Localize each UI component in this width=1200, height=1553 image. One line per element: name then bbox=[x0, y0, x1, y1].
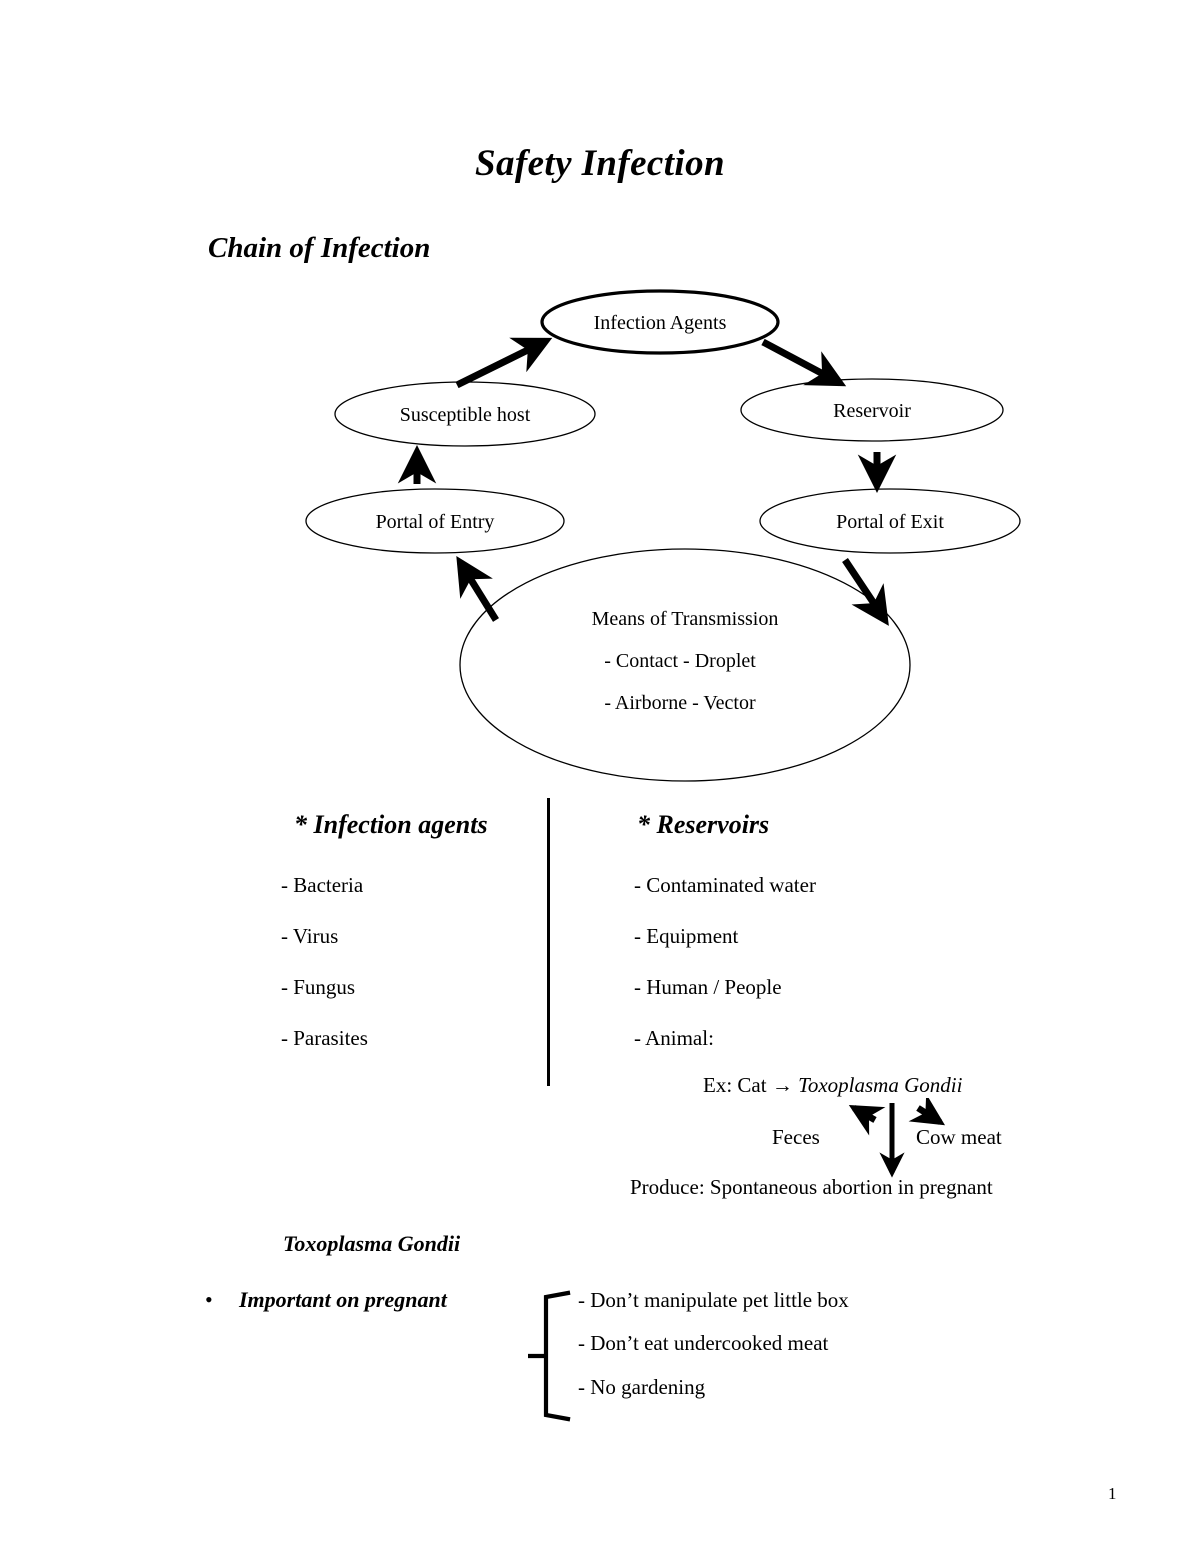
advice-item: - No gardening bbox=[578, 1375, 706, 1399]
arrow-host-to-agents bbox=[455, 337, 553, 389]
list-item: - Bacteria bbox=[281, 873, 364, 897]
list-item: - Parasites bbox=[281, 1026, 368, 1050]
node-infection-agents-label: Infection Agents bbox=[594, 312, 727, 334]
toxoplasma-example-prefix: Ex: Cat → bbox=[703, 1073, 799, 1097]
important-on-pregnant-bullet: • Important on pregnant bbox=[205, 1287, 447, 1313]
toxoplasma-branch-arrows bbox=[830, 1093, 1060, 1188]
advice-item: - Don’t eat undercooked meat bbox=[578, 1331, 829, 1355]
list-item: - Human / People bbox=[634, 975, 782, 999]
node-reservoir-shape bbox=[740, 378, 1004, 442]
section-heading-chain-of-infection: Chain of Infection bbox=[208, 232, 431, 264]
toxoplasma-branch-cow-meat: Cow meat bbox=[916, 1125, 1002, 1149]
arrow-to-cow-meat bbox=[908, 1093, 946, 1126]
list-item: - Equipment bbox=[634, 924, 739, 948]
reservoirs-list-heading: * Reservoirs bbox=[637, 810, 770, 839]
chain-of-infection-diagram: Infection Agents Susceptible host Reserv… bbox=[280, 275, 1050, 785]
advice-grouping-brace bbox=[527, 1287, 574, 1425]
arrow-exit-to-transmission bbox=[842, 558, 889, 626]
node-portal-of-entry-shape bbox=[305, 488, 565, 554]
page-title: Safety Infection bbox=[475, 143, 725, 184]
node-portal-of-exit-label: Portal of Exit bbox=[836, 511, 944, 533]
arrow-transmission-to-entry bbox=[456, 556, 499, 622]
arrow-to-feces bbox=[848, 1105, 886, 1136]
node-means-of-transmission-shape bbox=[459, 548, 911, 782]
toxoplasma-example-line: Ex: Cat → Toxoplasma Gondii bbox=[703, 1073, 962, 1098]
means-of-transmission-line-2: - Airborne - Vector bbox=[604, 692, 756, 714]
arrow-agents-to-reservoir bbox=[761, 338, 847, 387]
infection-agents-list-heading: * Infection agents bbox=[294, 810, 488, 839]
node-infection-agents-shape bbox=[540, 289, 780, 355]
node-means-of-transmission-label: Means of Transmission bbox=[592, 608, 779, 630]
important-on-pregnant-label: Important on pregnant bbox=[239, 1287, 447, 1312]
advice-item: - Don’t manipulate pet little box bbox=[578, 1288, 849, 1312]
toxoplasma-organism-name: Toxoplasma Gondii bbox=[798, 1073, 963, 1097]
list-item: - Virus bbox=[281, 924, 339, 948]
list-item: - Fungus bbox=[281, 975, 356, 999]
page-number: 1 bbox=[1108, 1484, 1117, 1503]
list-item: - Animal: bbox=[634, 1026, 714, 1050]
node-portal-of-entry-label: Portal of Entry bbox=[376, 511, 495, 533]
toxoplasma-gondii-subheading: Toxoplasma Gondii bbox=[283, 1231, 461, 1256]
bullet-icon: • bbox=[205, 1287, 213, 1312]
node-susceptible-host-label: Susceptible host bbox=[400, 404, 531, 426]
means-of-transmission-line-1: - Contact - Droplet bbox=[604, 650, 756, 672]
toxoplasma-branch-feces: Feces bbox=[772, 1125, 820, 1149]
column-divider bbox=[547, 798, 550, 1086]
toxoplasma-produce-line: Produce: Spontaneous abortion in pregnan… bbox=[630, 1175, 993, 1199]
node-reservoir-label: Reservoir bbox=[833, 400, 911, 422]
list-item: - Contaminated water bbox=[634, 873, 816, 897]
